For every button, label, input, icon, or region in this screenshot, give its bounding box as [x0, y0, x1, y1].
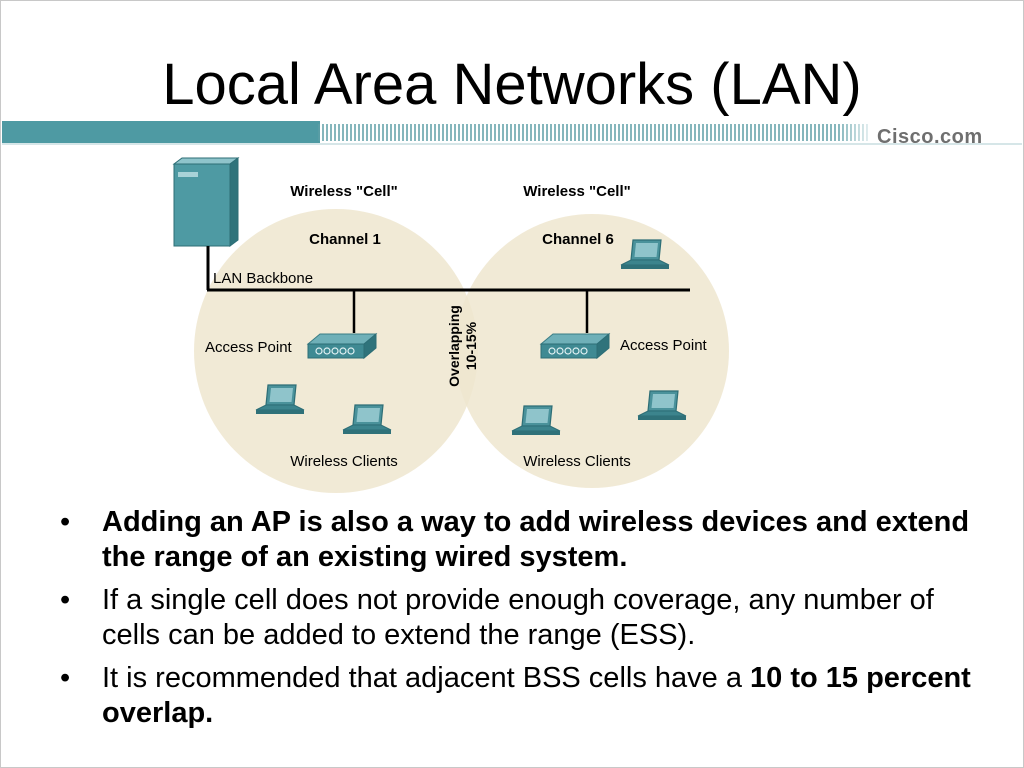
right-channel-label: Channel 6	[542, 231, 614, 248]
server-icon	[172, 157, 240, 247]
right-clients-label: Wireless Clients	[523, 453, 631, 470]
right-ap-label: Access Point	[620, 337, 708, 354]
left-ap-label: Access Point	[205, 339, 293, 356]
cisco-logo: Cisco.com	[877, 126, 983, 148]
bullet-item-2: • If a single cell does not provide enou…	[60, 583, 980, 653]
bullet-3-bold-text: 10 to 15 percent overlap.	[102, 662, 971, 729]
left-channel-label: Channel 1	[309, 231, 381, 248]
header-bar	[2, 121, 320, 144]
header-divider	[2, 143, 1022, 145]
bullet-marker: •	[60, 662, 71, 694]
bullet-marker: •	[60, 506, 71, 538]
header-stripes	[318, 124, 868, 141]
wireless-cells-diagram: Wireless "Cell" Wireless "Cell" Channel …	[172, 157, 729, 493]
bullet-item-3: • It is recommended that adjacent BSS ce…	[60, 661, 980, 731]
overlap-label-line1: Overlapping	[446, 305, 462, 387]
left-cell-label: Wireless "Cell"	[290, 183, 397, 200]
bullet-item-1: • Adding an AP is also a way to add wire…	[60, 505, 980, 575]
slide-title: Local Area Networks (LAN)	[162, 52, 862, 117]
bullet-marker: •	[60, 584, 71, 616]
bullet-2-text: If a single cell does not provide enough…	[102, 584, 934, 651]
lan-backbone-label: LAN Backbone	[213, 270, 313, 287]
left-access-point-icon	[307, 333, 377, 359]
left-clients-label: Wireless Clients	[290, 453, 398, 470]
bullet-1-bold-text: Adding an AP is also a way to add wirele…	[102, 506, 970, 573]
right-access-point-icon	[540, 333, 610, 359]
bullet-list: • Adding an AP is also a way to add wire…	[60, 505, 980, 739]
bullet-3-text: It is recommended that adjacent BSS cell…	[102, 662, 751, 694]
header-stripes-fade	[838, 124, 878, 141]
overlap-label-line2: 10-15%	[463, 321, 479, 370]
right-cell-label: Wireless "Cell"	[523, 183, 630, 200]
